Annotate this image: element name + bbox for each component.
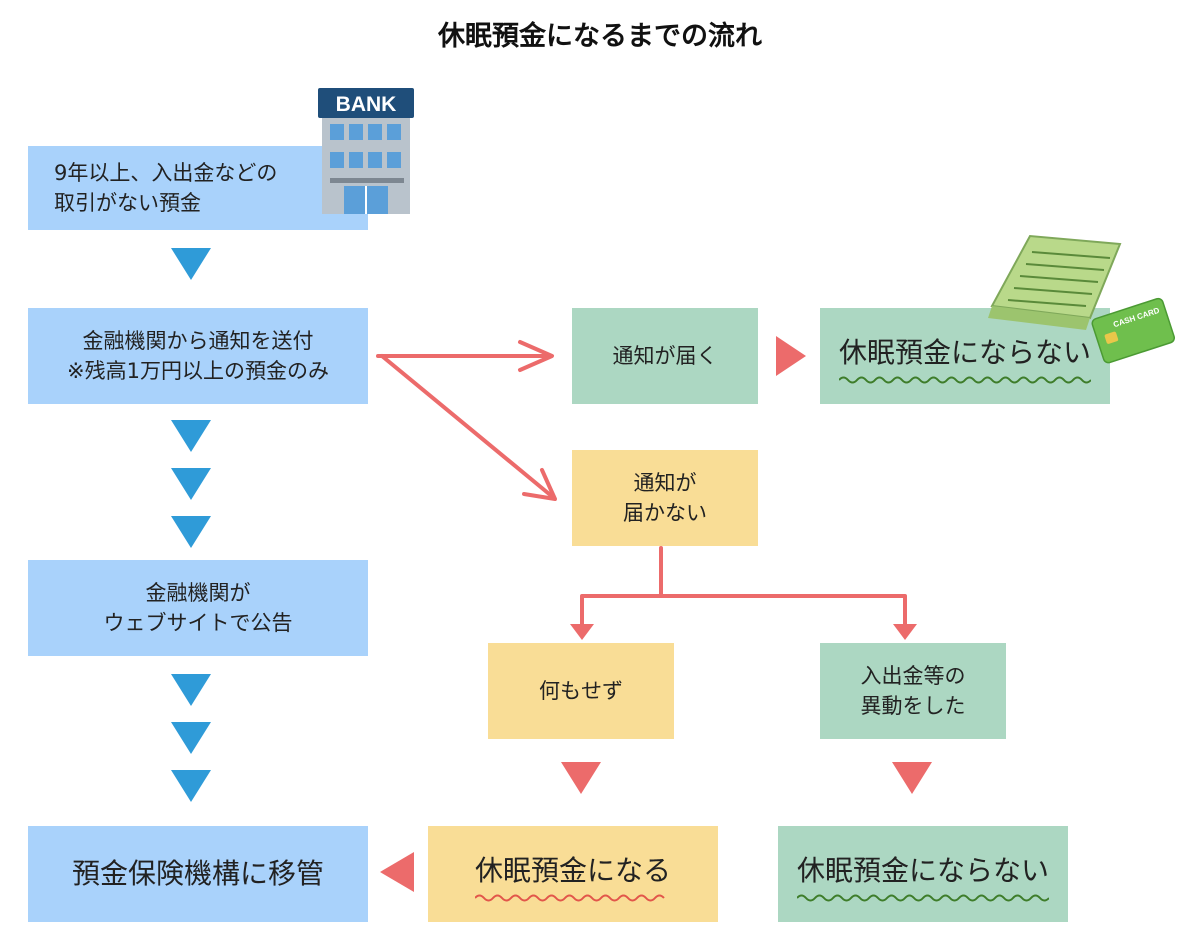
page-title: 休眠預金になるまでの流れ (438, 21, 762, 52)
blue-arrow-1 (171, 248, 211, 280)
box-notice-sent-line2: ※残高1万円以上の預金のみ (67, 359, 329, 383)
passbook-and-card-icon: CASH CARD (988, 234, 1176, 364)
box-notice-sent-line1: 金融機関から通知を送付 (82, 328, 314, 353)
red-wavy-underline (474, 894, 665, 902)
green-wavy-underline (838, 376, 1091, 384)
blue-arrow-2 (171, 420, 211, 452)
blue-arrow-7 (171, 770, 211, 802)
box-account-activity: 入出金等の 異動をした (820, 643, 1006, 739)
box-notice-not-received-line1: 通知が (633, 470, 697, 495)
box-no-transaction: 9年以上、入出金などの 取引がない預金 (28, 146, 368, 230)
box-transfer-label: 預金保険機構に移管 (71, 856, 324, 890)
box-not-dormant-bottom: 休眠預金にならない (778, 826, 1068, 922)
blue-arrow-5 (171, 674, 211, 706)
split-arrow-left-head (570, 624, 594, 640)
box-notice-sent: 金融機関から通知を送付 ※残高1万円以上の預金のみ (28, 308, 368, 404)
box-do-nothing: 何もせず (488, 643, 674, 739)
arrow-to-transfer (380, 852, 414, 892)
box-no-transaction-line2: 取引がない預金 (54, 191, 201, 215)
box-not-dormant-top: 休眠預金にならない (820, 308, 1110, 404)
blue-arrow-4 (171, 516, 211, 548)
box-transfer: 預金保険機構に移管 (28, 826, 368, 922)
red-branch-arrows (376, 340, 907, 636)
box-becomes-dormant-label: 休眠預金になる (474, 851, 671, 902)
bank-building-icon: BANK (318, 88, 414, 214)
red-solid-arrows (380, 336, 932, 892)
box-notice-not-received: 通知が 届かない (572, 450, 758, 546)
blue-arrow-6 (171, 722, 211, 754)
box-account-activity-line2: 異動をした (860, 694, 966, 718)
blue-flow-arrows (171, 248, 211, 802)
blue-arrow-3 (171, 468, 211, 500)
box-account-activity-line1: 入出金等の (860, 663, 966, 688)
green-wavy-underline (796, 894, 1049, 902)
split-arrow-right-head (893, 624, 917, 640)
box-not-dormant-top-label: 休眠預金にならない (838, 333, 1091, 384)
box-notice-received-label: 通知が届く (612, 343, 718, 368)
arrow-down-activity (892, 762, 932, 794)
box-do-nothing-label: 何もせず (539, 678, 623, 703)
arrow-down-do-nothing (561, 762, 601, 794)
box-not-dormant-top-text: 休眠預金にならない (838, 335, 1091, 369)
arrow-to-not-dormant-top (776, 336, 806, 376)
bank-sign-text: BANK (336, 93, 397, 116)
box-becomes-dormant-text: 休眠預金になる (474, 853, 671, 887)
arrow-to-notice-not-received (380, 354, 556, 500)
box-not-dormant-bottom-text: 休眠預金にならない (796, 853, 1049, 887)
arrow-to-notice-not-received-head (522, 468, 557, 501)
box-website-notice-line2: ウェブサイトで公告 (103, 611, 293, 635)
box-notice-received: 通知が届く (572, 308, 758, 404)
box-notice-not-received-line2: 届かない (623, 501, 707, 525)
box-becomes-dormant: 休眠預金になる (428, 826, 718, 922)
box-no-transaction-line1: 9年以上、入出金などの (54, 160, 278, 185)
box-website-notice-line1: 金融機関が (145, 580, 251, 605)
split-connector (580, 546, 907, 636)
box-not-dormant-bottom-label: 休眠預金にならない (796, 851, 1049, 902)
box-website-notice: 金融機関が ウェブサイトで公告 (28, 560, 368, 656)
arrow-to-notice-received-head (518, 340, 554, 372)
